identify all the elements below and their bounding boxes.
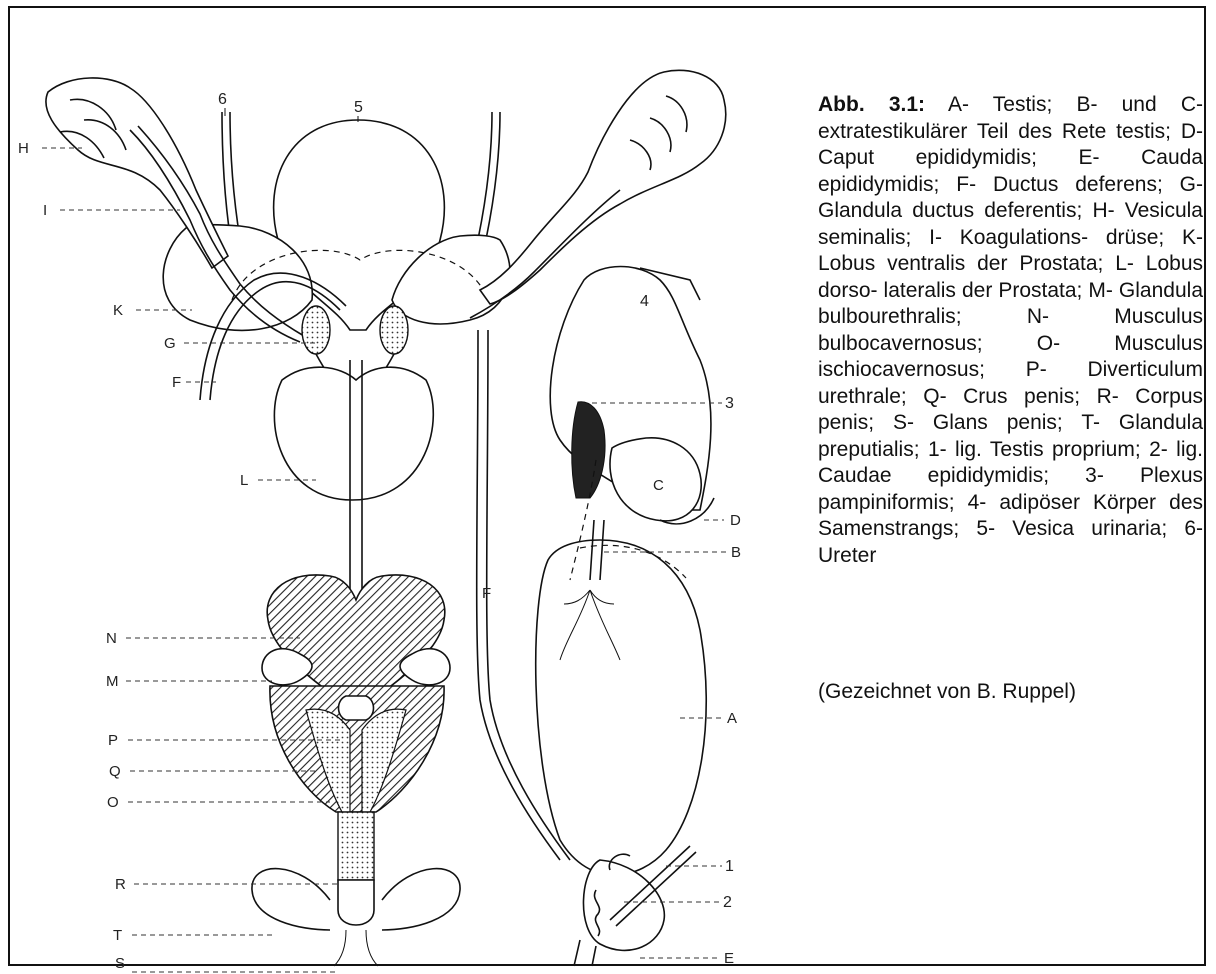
label-A: A <box>727 710 737 727</box>
caption-heading: Abb. 3.1: <box>818 93 925 116</box>
label-D: D <box>730 512 741 529</box>
gland-ductus-deferentis-right <box>380 306 408 354</box>
figure-caption: Abb. 3.1: A- Testis; B- und C- extratest… <box>818 92 1203 569</box>
preputial-gland-left <box>252 869 330 930</box>
label-F-mid: F <box>482 585 491 602</box>
label-G: G <box>164 335 176 352</box>
label-C: C <box>653 477 664 494</box>
label-I: I <box>43 202 47 219</box>
corpus-penis <box>338 812 374 880</box>
diverticulum-urethrale <box>339 696 374 720</box>
cord-lower <box>574 940 596 966</box>
label-3: 3 <box>725 395 734 412</box>
label-S: S <box>115 955 125 972</box>
label-5: 5 <box>354 99 363 116</box>
label-Q: Q <box>109 763 121 780</box>
testis-body <box>536 540 707 875</box>
label-2: 2 <box>723 894 732 911</box>
caption-text: A- Testis; B- und C- extratestikulärer T… <box>818 93 1203 567</box>
label-B: B <box>731 544 741 561</box>
prepuce-lines <box>334 930 378 966</box>
label-N: N <box>106 630 117 647</box>
label-6: 6 <box>218 91 227 108</box>
cauda-epididymidis <box>583 860 664 950</box>
seminal-vesicle-left <box>46 78 228 268</box>
label-F-left: F <box>172 374 181 391</box>
label-L: L <box>240 472 248 489</box>
label-P: P <box>108 732 118 749</box>
gland-ductus-deferentis-left <box>302 306 330 354</box>
label-1: 1 <box>725 858 734 875</box>
plexus-pampiniformis <box>572 402 605 498</box>
label-M: M <box>106 673 119 690</box>
label-R: R <box>115 876 126 893</box>
figure-credit: (Gezeichnet von B. Ruppel) <box>818 680 1203 704</box>
glans-penis <box>338 880 374 925</box>
label-H: H <box>18 140 29 157</box>
preputial-gland-right <box>382 869 460 930</box>
label-O: O <box>107 794 119 811</box>
label-4: 4 <box>640 293 649 310</box>
label-T: T <box>113 927 122 944</box>
label-E: E <box>724 950 734 967</box>
label-K: K <box>113 302 123 319</box>
